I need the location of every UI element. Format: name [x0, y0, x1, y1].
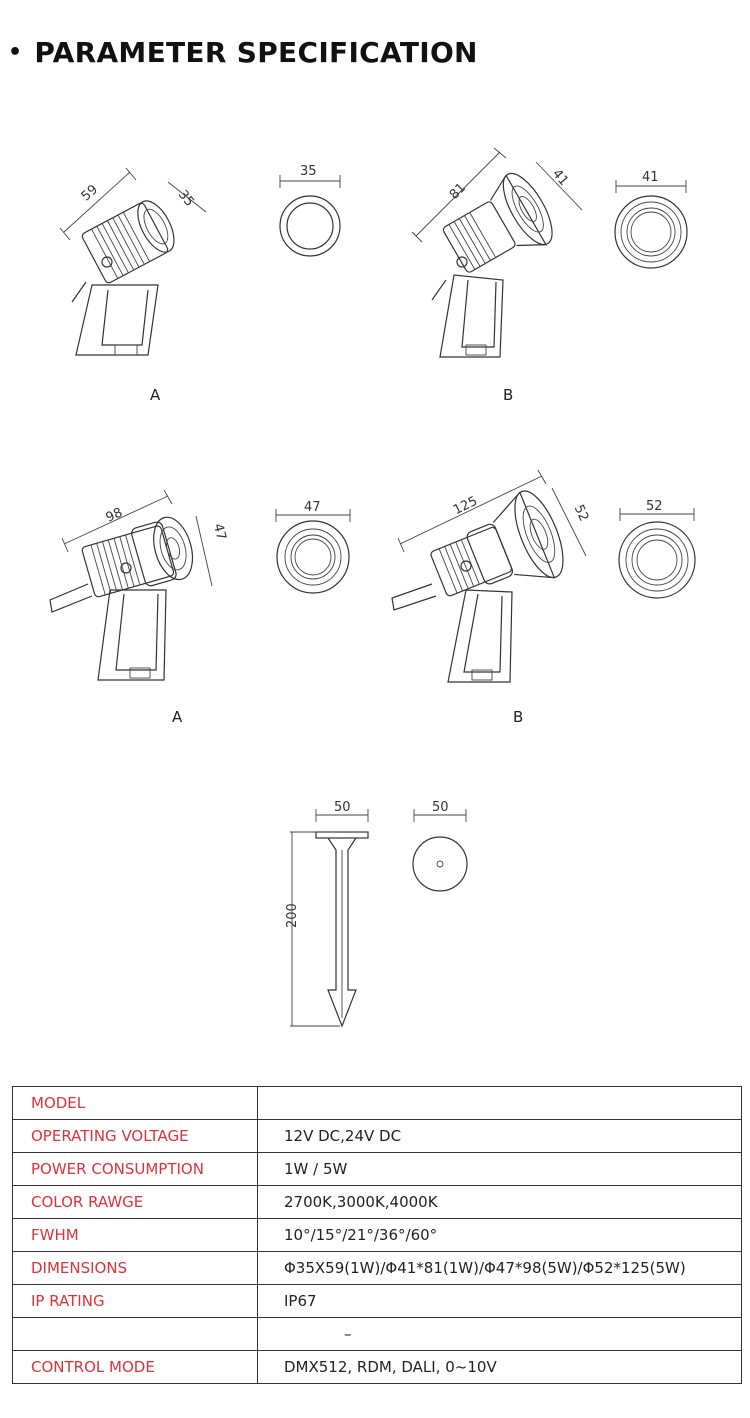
- dim-a-diameter: 35: [175, 187, 197, 209]
- fixture-b-small-drawing: 81 41 B: [411, 147, 583, 404]
- fixture-b-large-drawing: 125 52 B: [391, 469, 591, 726]
- face-view-b-large: 52: [618, 499, 696, 599]
- spec-value: –: [257, 1317, 742, 1351]
- spec-key: FWHM: [12, 1218, 258, 1252]
- spec-value: IP67: [257, 1284, 742, 1318]
- face-view-b-small: 41: [614, 170, 688, 269]
- spec-value: 10°/15°/21°/36°/60°: [257, 1218, 742, 1252]
- fixture-a-large-drawing: 98 47 A: [49, 489, 229, 726]
- table-row: –: [12, 1317, 742, 1351]
- spec-value: 2700K,3000K,4000K: [257, 1185, 742, 1219]
- spec-key: CONTROL MODE: [12, 1350, 258, 1384]
- title-text: PARAMETER SPECIFICATION: [34, 36, 478, 69]
- spec-key: MODEL: [12, 1086, 258, 1120]
- spec-value: 1W / 5W: [257, 1152, 742, 1186]
- table-row: COLOR RAWGE 2700K,3000K,4000K: [12, 1185, 742, 1219]
- table-row: MODEL: [12, 1086, 742, 1120]
- dim-b2-face: 52: [646, 499, 663, 514]
- dim-b2-diameter: 52: [571, 503, 591, 524]
- spec-table: MODEL OPERATING VOLTAGE 12V DC,24V DC PO…: [12, 1086, 742, 1384]
- spec-key: [12, 1317, 258, 1351]
- table-row: POWER CONSUMPTION 1W / 5W: [12, 1152, 742, 1186]
- dim-b2-length: 125: [451, 494, 480, 518]
- spec-value: 12V DC,24V DC: [257, 1119, 742, 1153]
- spec-value: [257, 1086, 742, 1120]
- dim-spike-width: 50: [334, 800, 351, 815]
- face-view-a-small: 35: [279, 164, 341, 257]
- table-row: FWHM 10°/15°/21°/36°/60°: [12, 1218, 742, 1252]
- spec-value: Φ35X59(1W)/Φ41*81(1W)/Φ47*98(5W)/Φ52*125…: [257, 1251, 742, 1285]
- table-row: CONTROL MODE DMX512, RDM, DALI, 0~10V: [12, 1350, 742, 1384]
- face-view-spike: 50: [412, 800, 468, 892]
- dim-spike-face: 50: [432, 800, 449, 815]
- table-row: OPERATING VOLTAGE 12V DC,24V DC: [12, 1119, 742, 1153]
- ground-spike-drawing: 50 200: [285, 800, 369, 1028]
- spec-key: IP RATING: [12, 1284, 258, 1318]
- page-title: • PARAMETER SPECIFICATION: [8, 36, 478, 69]
- bullet-icon: •: [8, 40, 23, 65]
- dim-spike-height: 200: [285, 903, 300, 928]
- technical-drawings: 59 35 A 35: [49, 147, 696, 1028]
- dim-b-length: 81: [447, 180, 469, 202]
- caption-b-small: B: [503, 386, 513, 404]
- dim-a2-diameter: 47: [210, 522, 229, 542]
- caption-b-large: B: [513, 708, 523, 726]
- dim-a2-face: 47: [304, 500, 321, 515]
- table-row: DIMENSIONS Φ35X59(1W)/Φ41*81(1W)/Φ47*98(…: [12, 1251, 742, 1285]
- spec-key: DIMENSIONS: [12, 1251, 258, 1285]
- fixture-a-small-drawing: 59 35 A: [59, 167, 207, 404]
- table-row: IP RATING IP67: [12, 1284, 742, 1318]
- dim-b-diameter: 41: [549, 167, 571, 189]
- dim-a2-length: 98: [104, 505, 125, 525]
- spec-key: OPERATING VOLTAGE: [12, 1119, 258, 1153]
- dim-b-face: 41: [642, 170, 659, 185]
- caption-a-large: A: [172, 708, 183, 726]
- spec-key: POWER CONSUMPTION: [12, 1152, 258, 1186]
- face-view-a-large: 47: [275, 500, 351, 594]
- caption-a-small: A: [150, 386, 161, 404]
- spec-value: DMX512, RDM, DALI, 0~10V: [257, 1350, 742, 1384]
- dim-a-face: 35: [300, 164, 317, 179]
- spec-key: COLOR RAWGE: [12, 1185, 258, 1219]
